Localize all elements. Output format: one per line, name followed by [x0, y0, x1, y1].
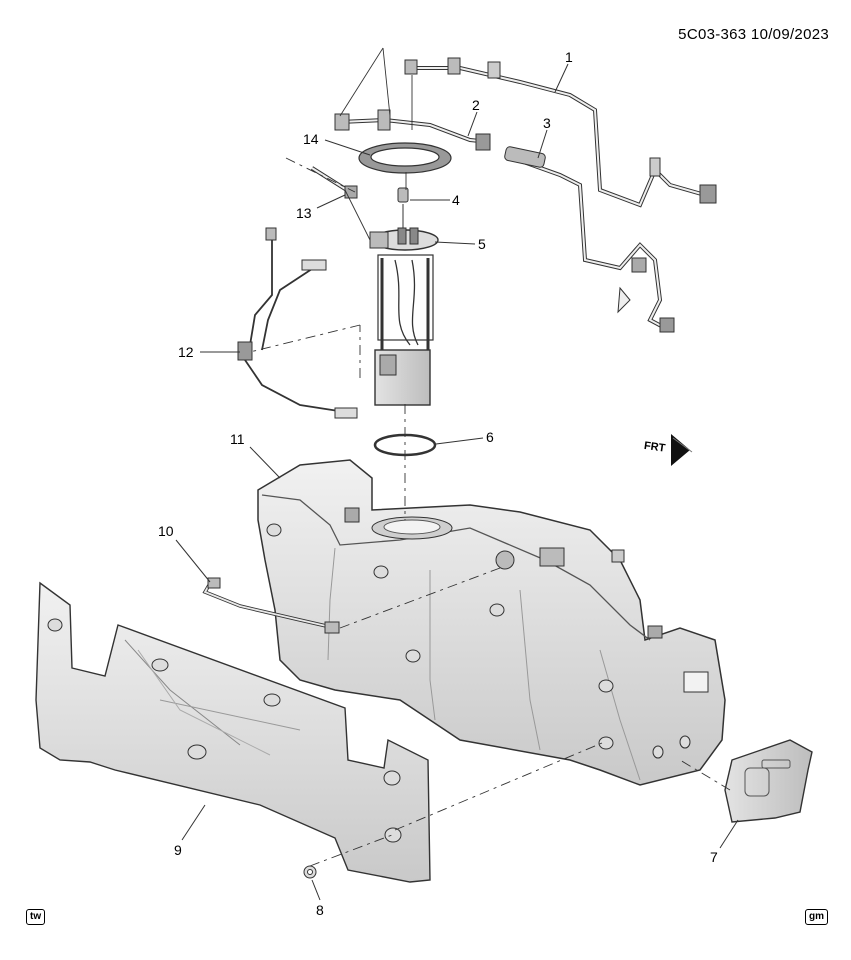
- part-9-heat-shield: [35, 581, 431, 883]
- guide-lines: [339, 47, 413, 241]
- callout-6: 6: [486, 429, 494, 445]
- callout-2: 2: [472, 97, 480, 113]
- callout-5: 5: [478, 236, 486, 252]
- callout-7: 7: [710, 849, 718, 865]
- part-10-harness: [202, 577, 340, 634]
- part-13-vent-valve: [310, 166, 358, 199]
- drawing-id: 5C03-363: [678, 26, 747, 43]
- callout-10: 10: [158, 523, 174, 539]
- part-4-fitting: [397, 187, 409, 228]
- gm-logo: gm: [805, 909, 828, 925]
- drawing-date: 10/09/2023: [750, 26, 829, 43]
- part-12-sensor-harness: [237, 227, 358, 419]
- callout-14: 14: [303, 131, 319, 147]
- leader-lines: [175, 63, 739, 901]
- frt-label: FRT: [643, 440, 666, 455]
- callout-12: 12: [178, 344, 194, 360]
- part-11-fuel-tank: [257, 459, 726, 786]
- alignment-lines: [249, 157, 731, 867]
- part-2-fuel-line: [334, 109, 491, 151]
- callout-11: 11: [230, 431, 245, 447]
- drawing-header: 5C03-363 10/09/2023: [678, 26, 829, 43]
- front-direction-indicator: FRT: [643, 434, 693, 466]
- callout-1: 1: [565, 49, 573, 65]
- callout-8: 8: [316, 902, 324, 918]
- callout-4: 4: [452, 192, 460, 208]
- part-7-small-shield: [724, 739, 813, 823]
- tw-logo: tw: [26, 909, 46, 925]
- part-8-washer: [303, 865, 317, 879]
- callout-9: 9: [174, 842, 182, 858]
- callout-13: 13: [296, 205, 312, 221]
- callout-3: 3: [543, 115, 551, 131]
- part-5-fuel-pump-module: [369, 227, 439, 406]
- part-14-lock-ring: [358, 142, 452, 174]
- part-3-fuel-line: [504, 146, 675, 333]
- part-1-fuel-line: [404, 57, 717, 208]
